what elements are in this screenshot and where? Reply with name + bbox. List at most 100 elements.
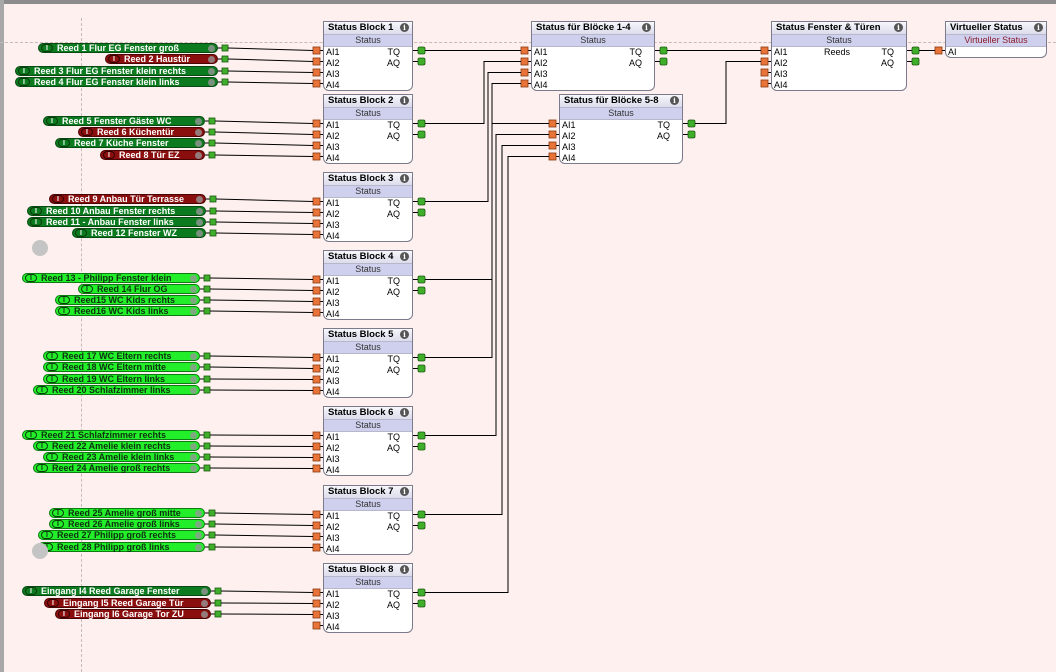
input-connector[interactable]: [760, 68, 769, 77]
output-connector[interactable]: [203, 285, 211, 293]
wire[interactable]: [425, 72, 521, 202]
output-connector[interactable]: [203, 442, 211, 450]
output-connector[interactable]: [209, 207, 217, 215]
output-connector[interactable]: [208, 543, 216, 551]
wire[interactable]: [425, 156, 549, 593]
input-connector[interactable]: [312, 532, 321, 541]
output-connector[interactable]: [417, 431, 426, 440]
output-connector[interactable]: [221, 78, 229, 86]
wire[interactable]: [209, 445, 314, 447]
output-connector[interactable]: [417, 353, 426, 362]
wire[interactable]: [215, 198, 314, 202]
wire[interactable]: [214, 546, 314, 548]
info-icon[interactable]: i: [642, 23, 651, 32]
wire[interactable]: [215, 210, 314, 213]
info-icon[interactable]: [190, 465, 197, 472]
wire[interactable]: [209, 299, 314, 302]
input-connector[interactable]: [934, 46, 943, 55]
drag-handle-dot[interactable]: [32, 543, 48, 559]
info-icon[interactable]: i: [400, 487, 409, 496]
info-icon[interactable]: [196, 208, 203, 215]
input-connector[interactable]: [548, 130, 557, 139]
info-icon[interactable]: [190, 275, 197, 282]
input-connector[interactable]: [312, 442, 321, 451]
input-connector[interactable]: [760, 57, 769, 66]
input-connector[interactable]: [312, 275, 321, 284]
wire[interactable]: [209, 355, 314, 358]
input-connector[interactable]: [312, 152, 321, 161]
wire[interactable]: [227, 70, 314, 73]
input-connector[interactable]: [312, 119, 321, 128]
output-connector[interactable]: [203, 274, 211, 282]
input-connector[interactable]: [312, 610, 321, 619]
wire[interactable]: [209, 456, 314, 458]
info-icon[interactable]: [195, 532, 202, 539]
info-icon[interactable]: [196, 196, 203, 203]
wire[interactable]: [425, 61, 521, 124]
info-icon[interactable]: [190, 353, 197, 360]
info-icon[interactable]: [201, 588, 208, 595]
info-icon[interactable]: i: [400, 408, 409, 417]
output-connector[interactable]: [209, 229, 217, 237]
info-icon[interactable]: [190, 454, 197, 461]
output-connector[interactable]: [417, 130, 426, 139]
info-icon[interactable]: [195, 118, 202, 125]
wire[interactable]: [209, 389, 314, 391]
output-connector[interactable]: [208, 128, 216, 136]
input-connector[interactable]: [312, 621, 321, 630]
input-connector[interactable]: [520, 46, 529, 55]
output-connector[interactable]: [417, 208, 426, 217]
wire[interactable]: [209, 467, 314, 469]
output-connector[interactable]: [203, 363, 211, 371]
wire[interactable]: [425, 123, 549, 358]
input-connector[interactable]: [312, 46, 321, 55]
output-connector[interactable]: [208, 117, 216, 125]
output-connector[interactable]: [214, 599, 222, 607]
output-connector[interactable]: [203, 464, 211, 472]
input-connector[interactable]: [312, 464, 321, 473]
wire[interactable]: [209, 288, 314, 291]
output-connector[interactable]: [417, 275, 426, 284]
output-connector[interactable]: [221, 67, 229, 75]
output-connector[interactable]: [209, 218, 217, 226]
info-icon[interactable]: [190, 376, 197, 383]
output-connector[interactable]: [417, 46, 426, 55]
info-icon[interactable]: [190, 387, 197, 394]
input-connector[interactable]: [312, 588, 321, 597]
input-connector[interactable]: [760, 46, 769, 55]
input-connector[interactable]: [312, 230, 321, 239]
info-icon[interactable]: [201, 600, 208, 607]
info-icon[interactable]: [196, 219, 203, 226]
info-icon[interactable]: [190, 286, 197, 293]
input-connector[interactable]: [312, 130, 321, 139]
info-icon[interactable]: [190, 308, 197, 315]
output-connector[interactable]: [417, 364, 426, 373]
input-connector[interactable]: [312, 79, 321, 88]
info-icon[interactable]: [190, 432, 197, 439]
input-connector[interactable]: [520, 68, 529, 77]
output-connector[interactable]: [208, 139, 216, 147]
input-connector[interactable]: [312, 375, 321, 384]
wire[interactable]: [220, 602, 314, 604]
info-icon[interactable]: [208, 45, 215, 52]
input-connector[interactable]: [312, 599, 321, 608]
input-connector[interactable]: [760, 79, 769, 88]
